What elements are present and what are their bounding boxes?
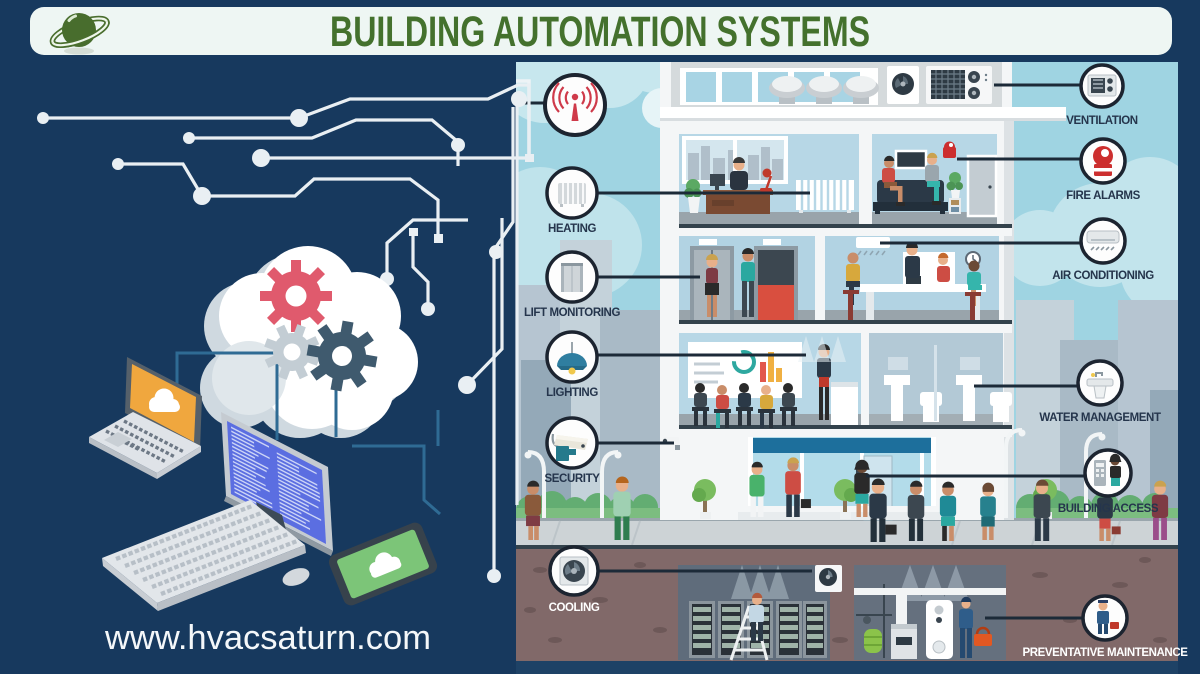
svg-text:SECURITY: SECURITY	[545, 473, 601, 485]
svg-text:PREVENTATIVE MAINTENANCE: PREVENTATIVE MAINTENANCE	[1022, 647, 1188, 659]
svg-text:AIR CONDITIONING: AIR CONDITIONING	[1052, 270, 1154, 282]
svg-text:BUILDING ACCESS: BUILDING ACCESS	[1058, 503, 1159, 515]
svg-text:LIFT MONITORING: LIFT MONITORING	[524, 307, 620, 319]
svg-text:HEATING: HEATING	[548, 223, 597, 235]
svg-text:WATER MANAGEMENT: WATER MANAGEMENT	[1039, 412, 1161, 424]
svg-text:www.hvacsaturn.com: www.hvacsaturn.com	[104, 619, 431, 657]
svg-text:BUILDING AUTOMATION SYSTEMS: BUILDING AUTOMATION SYSTEMS	[330, 8, 870, 56]
svg-text:LIGHTING: LIGHTING	[546, 387, 598, 399]
svg-text:FIRE ALARMS: FIRE ALARMS	[1066, 190, 1140, 202]
svg-text:COOLING: COOLING	[549, 602, 600, 614]
svg-text:VENTILATION: VENTILATION	[1066, 115, 1138, 127]
